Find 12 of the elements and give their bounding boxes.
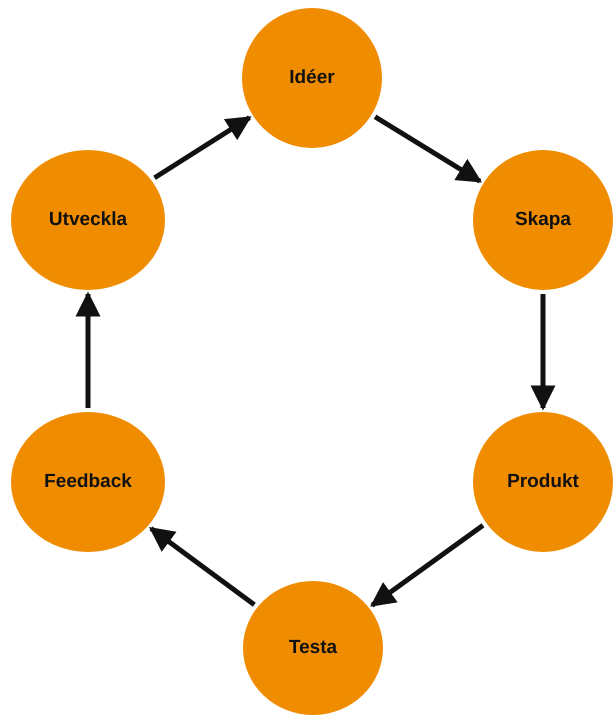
arrow xyxy=(370,523,484,608)
arrow xyxy=(530,294,556,410)
node-label: Feedback xyxy=(44,471,132,493)
node-label: Testa xyxy=(288,637,338,659)
node-label: Skapa xyxy=(515,209,571,231)
arrow xyxy=(374,114,482,184)
node-label: Produkt xyxy=(507,471,579,493)
node-label: Utveckla xyxy=(48,209,128,231)
arrow xyxy=(153,116,252,180)
arrow xyxy=(76,292,100,408)
node-label: Idéer xyxy=(289,67,335,89)
arrow xyxy=(149,526,256,607)
